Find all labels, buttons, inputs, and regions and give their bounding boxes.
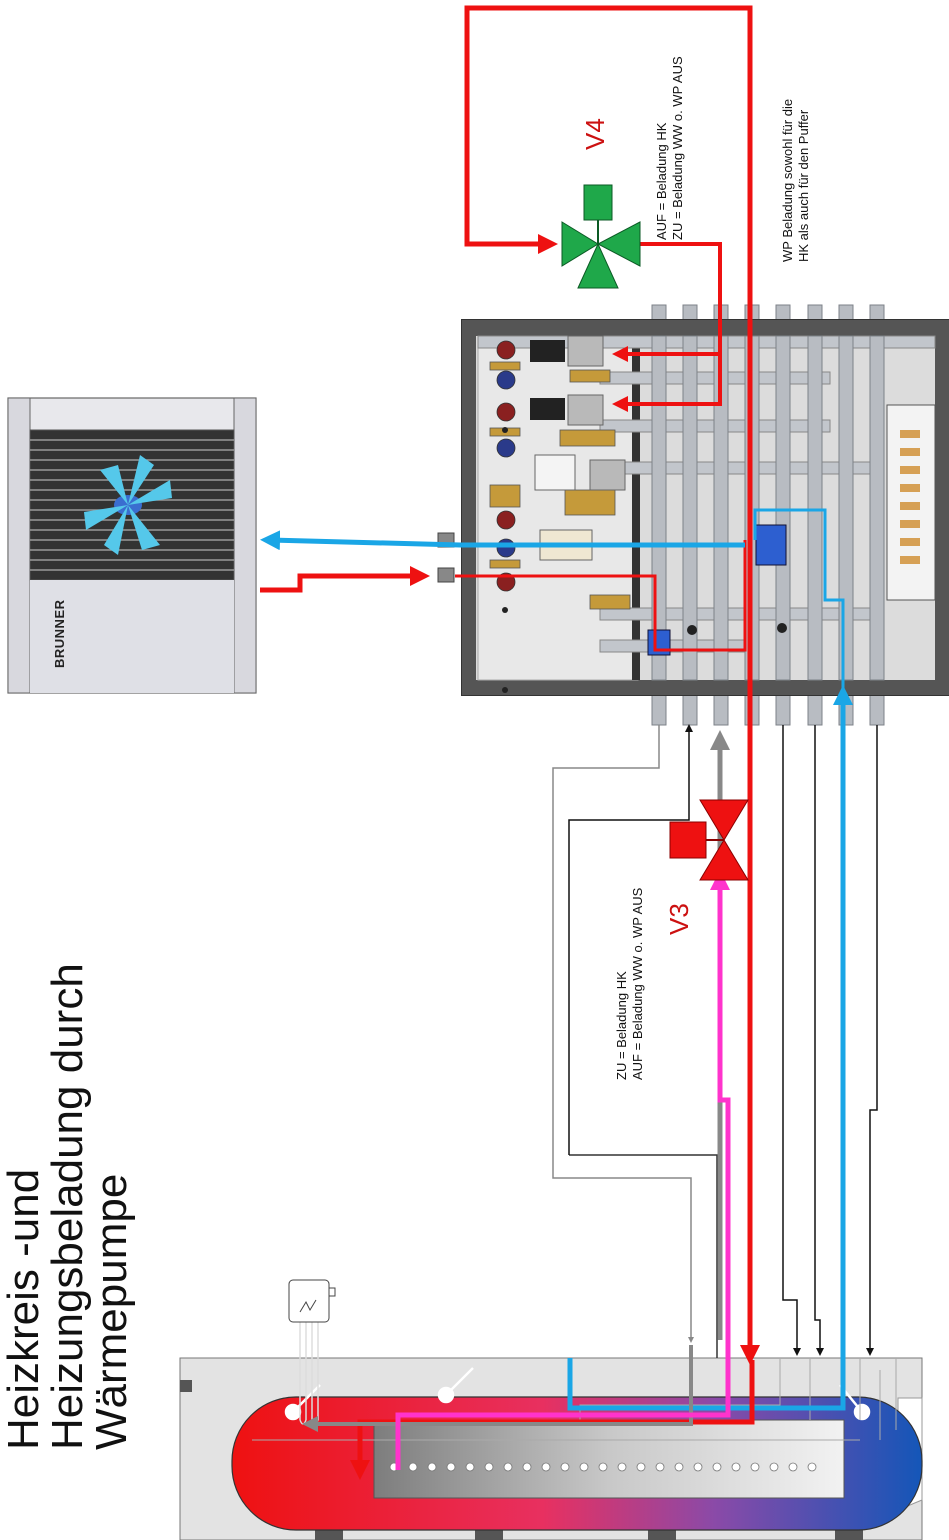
hot-loop-top — [464, 5, 753, 345]
valve-v4-note: AUF = Beladung HK ZU = Beladung WW o. WP… — [654, 56, 687, 240]
diagram-title: Heizkreis -und Heizungsbeladung durch Wä… — [0, 963, 136, 1450]
mixed-flow-line — [395, 870, 731, 1470]
valve-v3 — [669, 799, 749, 881]
title-line-3: Wärmepumpe — [87, 1173, 136, 1450]
heat-pump-unit — [7, 397, 257, 694]
heat-exchanger-coil — [373, 1419, 845, 1499]
heat-pump-return-line — [260, 530, 745, 551]
heat-pump-brand: BRUNNER — [52, 599, 67, 669]
valve-v4 — [561, 184, 641, 289]
fan-icon — [84, 455, 172, 555]
mixing-valve-actuator — [534, 454, 576, 491]
heat-pump-supply-line — [260, 566, 430, 593]
heating-element-head — [288, 1279, 330, 1323]
valve-v4-actuator — [583, 184, 613, 221]
title-line-1: Heizkreis -und — [0, 1168, 48, 1450]
valve-v3-label: V3 — [664, 903, 694, 935]
valve-v4-note-line-1: AUF = Beladung HK — [654, 122, 669, 240]
valve-v3-actuator — [669, 821, 707, 859]
v4-outlet-line — [612, 242, 722, 362]
pump-motor — [530, 398, 565, 420]
info-note-line-1: WP Beladung sowohl für die — [780, 98, 795, 262]
hydraulic-module — [437, 304, 949, 726]
valve-v3-note-line-1: ZU = Beladung HK — [614, 971, 629, 1080]
info-note: WP Beladung sowohl für die HK als auch f… — [780, 99, 813, 262]
valve-v4-note-line-2: ZU = Beladung WW o. WP AUS — [670, 56, 686, 240]
valve-v4-label: V4 — [580, 118, 610, 150]
valve-v3-note-line-2: AUF = Beladung WW o. WP AUS — [630, 887, 646, 1080]
cold-pipe-tank — [567, 1358, 846, 1411]
pump-motor — [530, 340, 565, 362]
valve-v3-note: ZU = Beladung HK AUF = Beladung WW o. WP… — [614, 888, 647, 1080]
coil-holes — [389, 1462, 817, 1472]
title-line-2: Heizungsbeladung durch — [43, 963, 92, 1450]
info-note-line-2: HK als auch für den Puffer — [796, 109, 812, 262]
expansion-pump — [755, 524, 787, 566]
thin-connection-lines — [552, 724, 878, 1358]
